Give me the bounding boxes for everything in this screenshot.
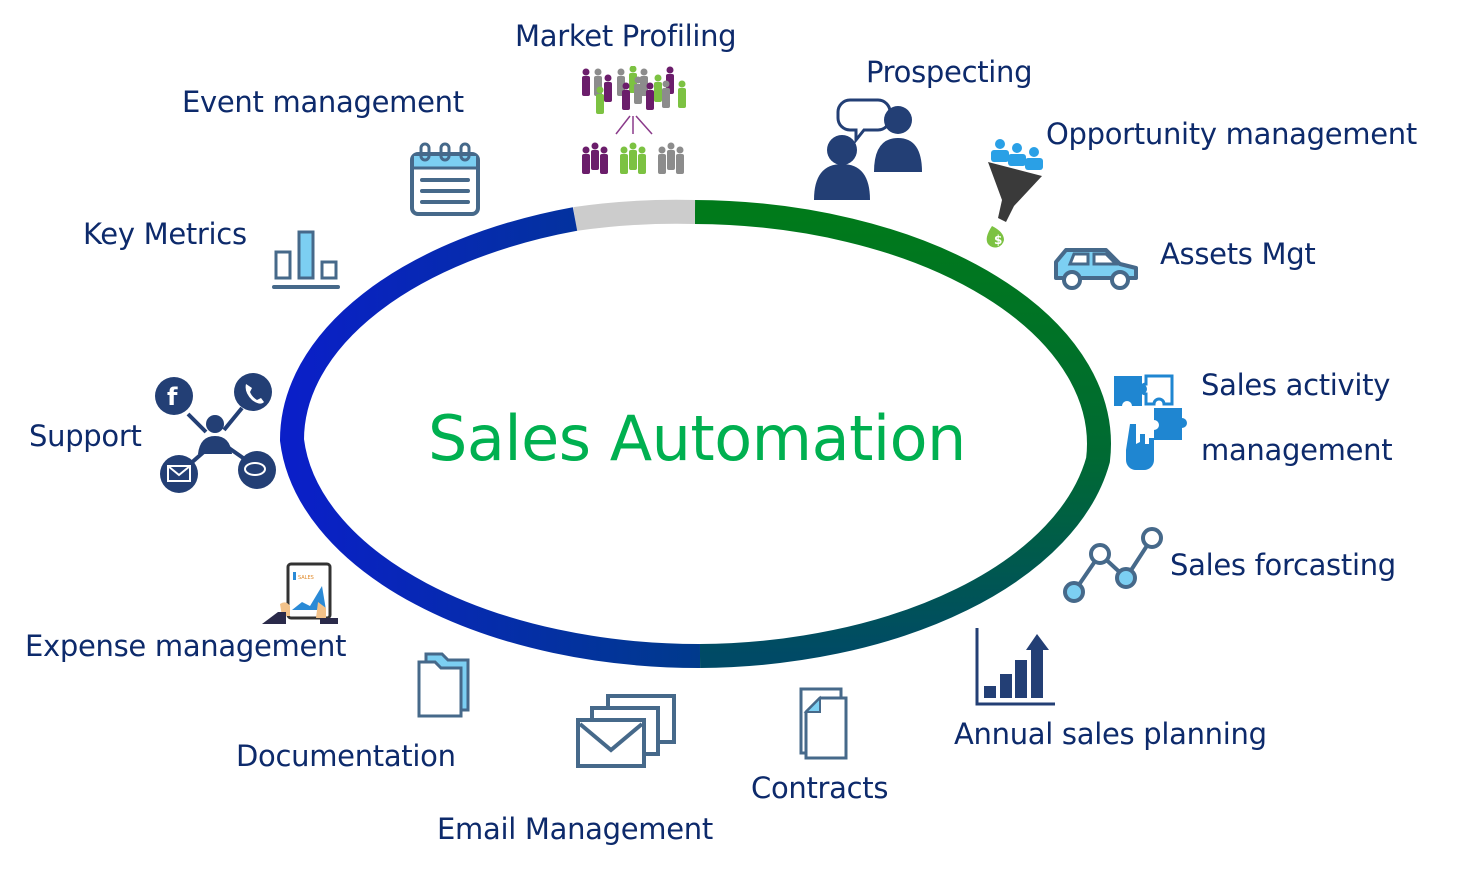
svg-text:$: $ <box>994 233 1002 247</box>
label-expense-management: Expense management <box>25 629 347 663</box>
documents-icon <box>799 687 848 760</box>
folders-icon <box>417 652 470 718</box>
label-key-metrics: Key Metrics <box>83 217 247 251</box>
puzzle-hand-icon <box>1114 374 1187 470</box>
label-sales-activity-line1: Sales activity <box>1201 368 1391 402</box>
bar-chart-icon <box>272 230 340 289</box>
label-email-management: Email Management <box>437 812 713 846</box>
line-chart-icon <box>1063 527 1163 603</box>
people-conversation-icon <box>814 98 922 200</box>
svg-text:f: f <box>167 383 178 411</box>
envelopes-icon <box>576 694 676 768</box>
label-annual-sales-planning: Annual sales planning <box>954 717 1267 751</box>
label-support: Support <box>29 419 142 453</box>
label-event-management: Event management <box>182 85 464 119</box>
sales-funnel-icon: $ <box>986 139 1043 248</box>
label-contracts: Contracts <box>751 771 889 805</box>
label-opportunity-management: Opportunity management <box>1046 117 1417 151</box>
label-sales-activity-line2: management <box>1201 433 1393 467</box>
diagram-title: Sales Automation <box>428 402 966 475</box>
bar-growth-icon <box>975 628 1055 706</box>
ring-segment-gray <box>573 199 696 231</box>
car-icon <box>1054 248 1138 290</box>
ring-segment-blue <box>279 207 701 669</box>
calendar-icon <box>410 142 480 216</box>
label-documentation: Documentation <box>236 739 456 773</box>
support-network-icon: f <box>155 373 276 493</box>
tablet-sales-icon: SALES <box>262 562 338 624</box>
label-market-profiling: Market Profiling <box>515 19 737 53</box>
ring-segment-green <box>694 200 1111 668</box>
label-prospecting: Prospecting <box>866 55 1033 89</box>
people-segmentation-icon <box>582 66 686 174</box>
label-assets-mgt: Assets Mgt <box>1160 237 1316 271</box>
svg-text:SALES: SALES <box>298 575 314 581</box>
label-sales-forcasting: Sales forcasting <box>1170 548 1396 582</box>
